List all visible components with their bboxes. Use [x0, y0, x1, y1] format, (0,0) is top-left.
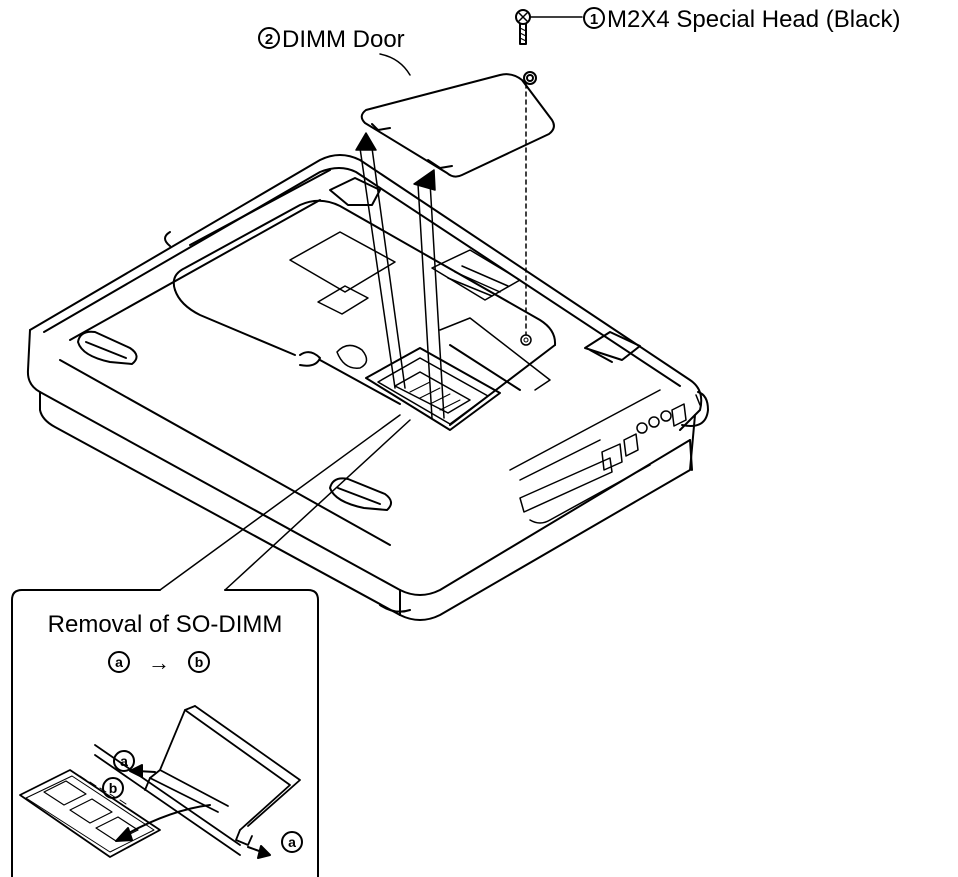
- inset-title: Removal of SO-DIMM: [48, 611, 283, 638]
- arrow-a-top: [129, 764, 156, 778]
- marker-a-top-label: a: [120, 753, 128, 769]
- rubber-foot-back: [329, 177, 381, 206]
- sodimm-module: [19, 769, 161, 858]
- rubber-foot-right: [584, 331, 641, 363]
- door-leader-line: [379, 53, 411, 76]
- door-callout-number: 2: [265, 31, 273, 48]
- screw: [515, 9, 531, 45]
- door-insert-arrow-left: [355, 132, 406, 389]
- side-ports: [509, 389, 701, 524]
- dimm-door: [360, 71, 555, 178]
- step-from-label: a: [115, 654, 123, 670]
- arrow-b-curve: [115, 804, 211, 842]
- marker-a-bottom-label: a: [288, 834, 296, 850]
- rubber-foot-left: [77, 330, 138, 365]
- screw-callout-label: M2X4 Special Head (Black): [607, 6, 900, 33]
- step-to-circle: [188, 651, 210, 673]
- label-area: [289, 231, 521, 369]
- door-callout-label: DIMM Door: [282, 26, 405, 53]
- bottom-panel: [59, 169, 557, 546]
- screw-callout-number: 1: [590, 11, 598, 28]
- laptop-body: [26, 154, 709, 621]
- rubber-foot-front: [329, 477, 392, 511]
- door-callout-circle: [258, 27, 280, 49]
- marker-a-top-circle: [113, 750, 135, 772]
- inset-panel: [11, 589, 319, 877]
- inset-zoom-line-2: [224, 419, 411, 591]
- marker-b-circle: [102, 777, 124, 799]
- sodimm-slot: [94, 705, 301, 856]
- step-arrow: →: [148, 650, 170, 675]
- arrow-a-bottom: [247, 845, 271, 859]
- marker-a-bottom-circle: [281, 831, 303, 853]
- step-from-circle: [108, 651, 130, 673]
- screw-callout-circle: [583, 7, 605, 29]
- dimm-compartment: [365, 317, 551, 431]
- marker-b-label: b: [109, 780, 118, 796]
- door-insert-arrow-right: [413, 169, 445, 419]
- step-to-label: b: [195, 654, 204, 670]
- inset-zoom-line-1: [159, 414, 401, 591]
